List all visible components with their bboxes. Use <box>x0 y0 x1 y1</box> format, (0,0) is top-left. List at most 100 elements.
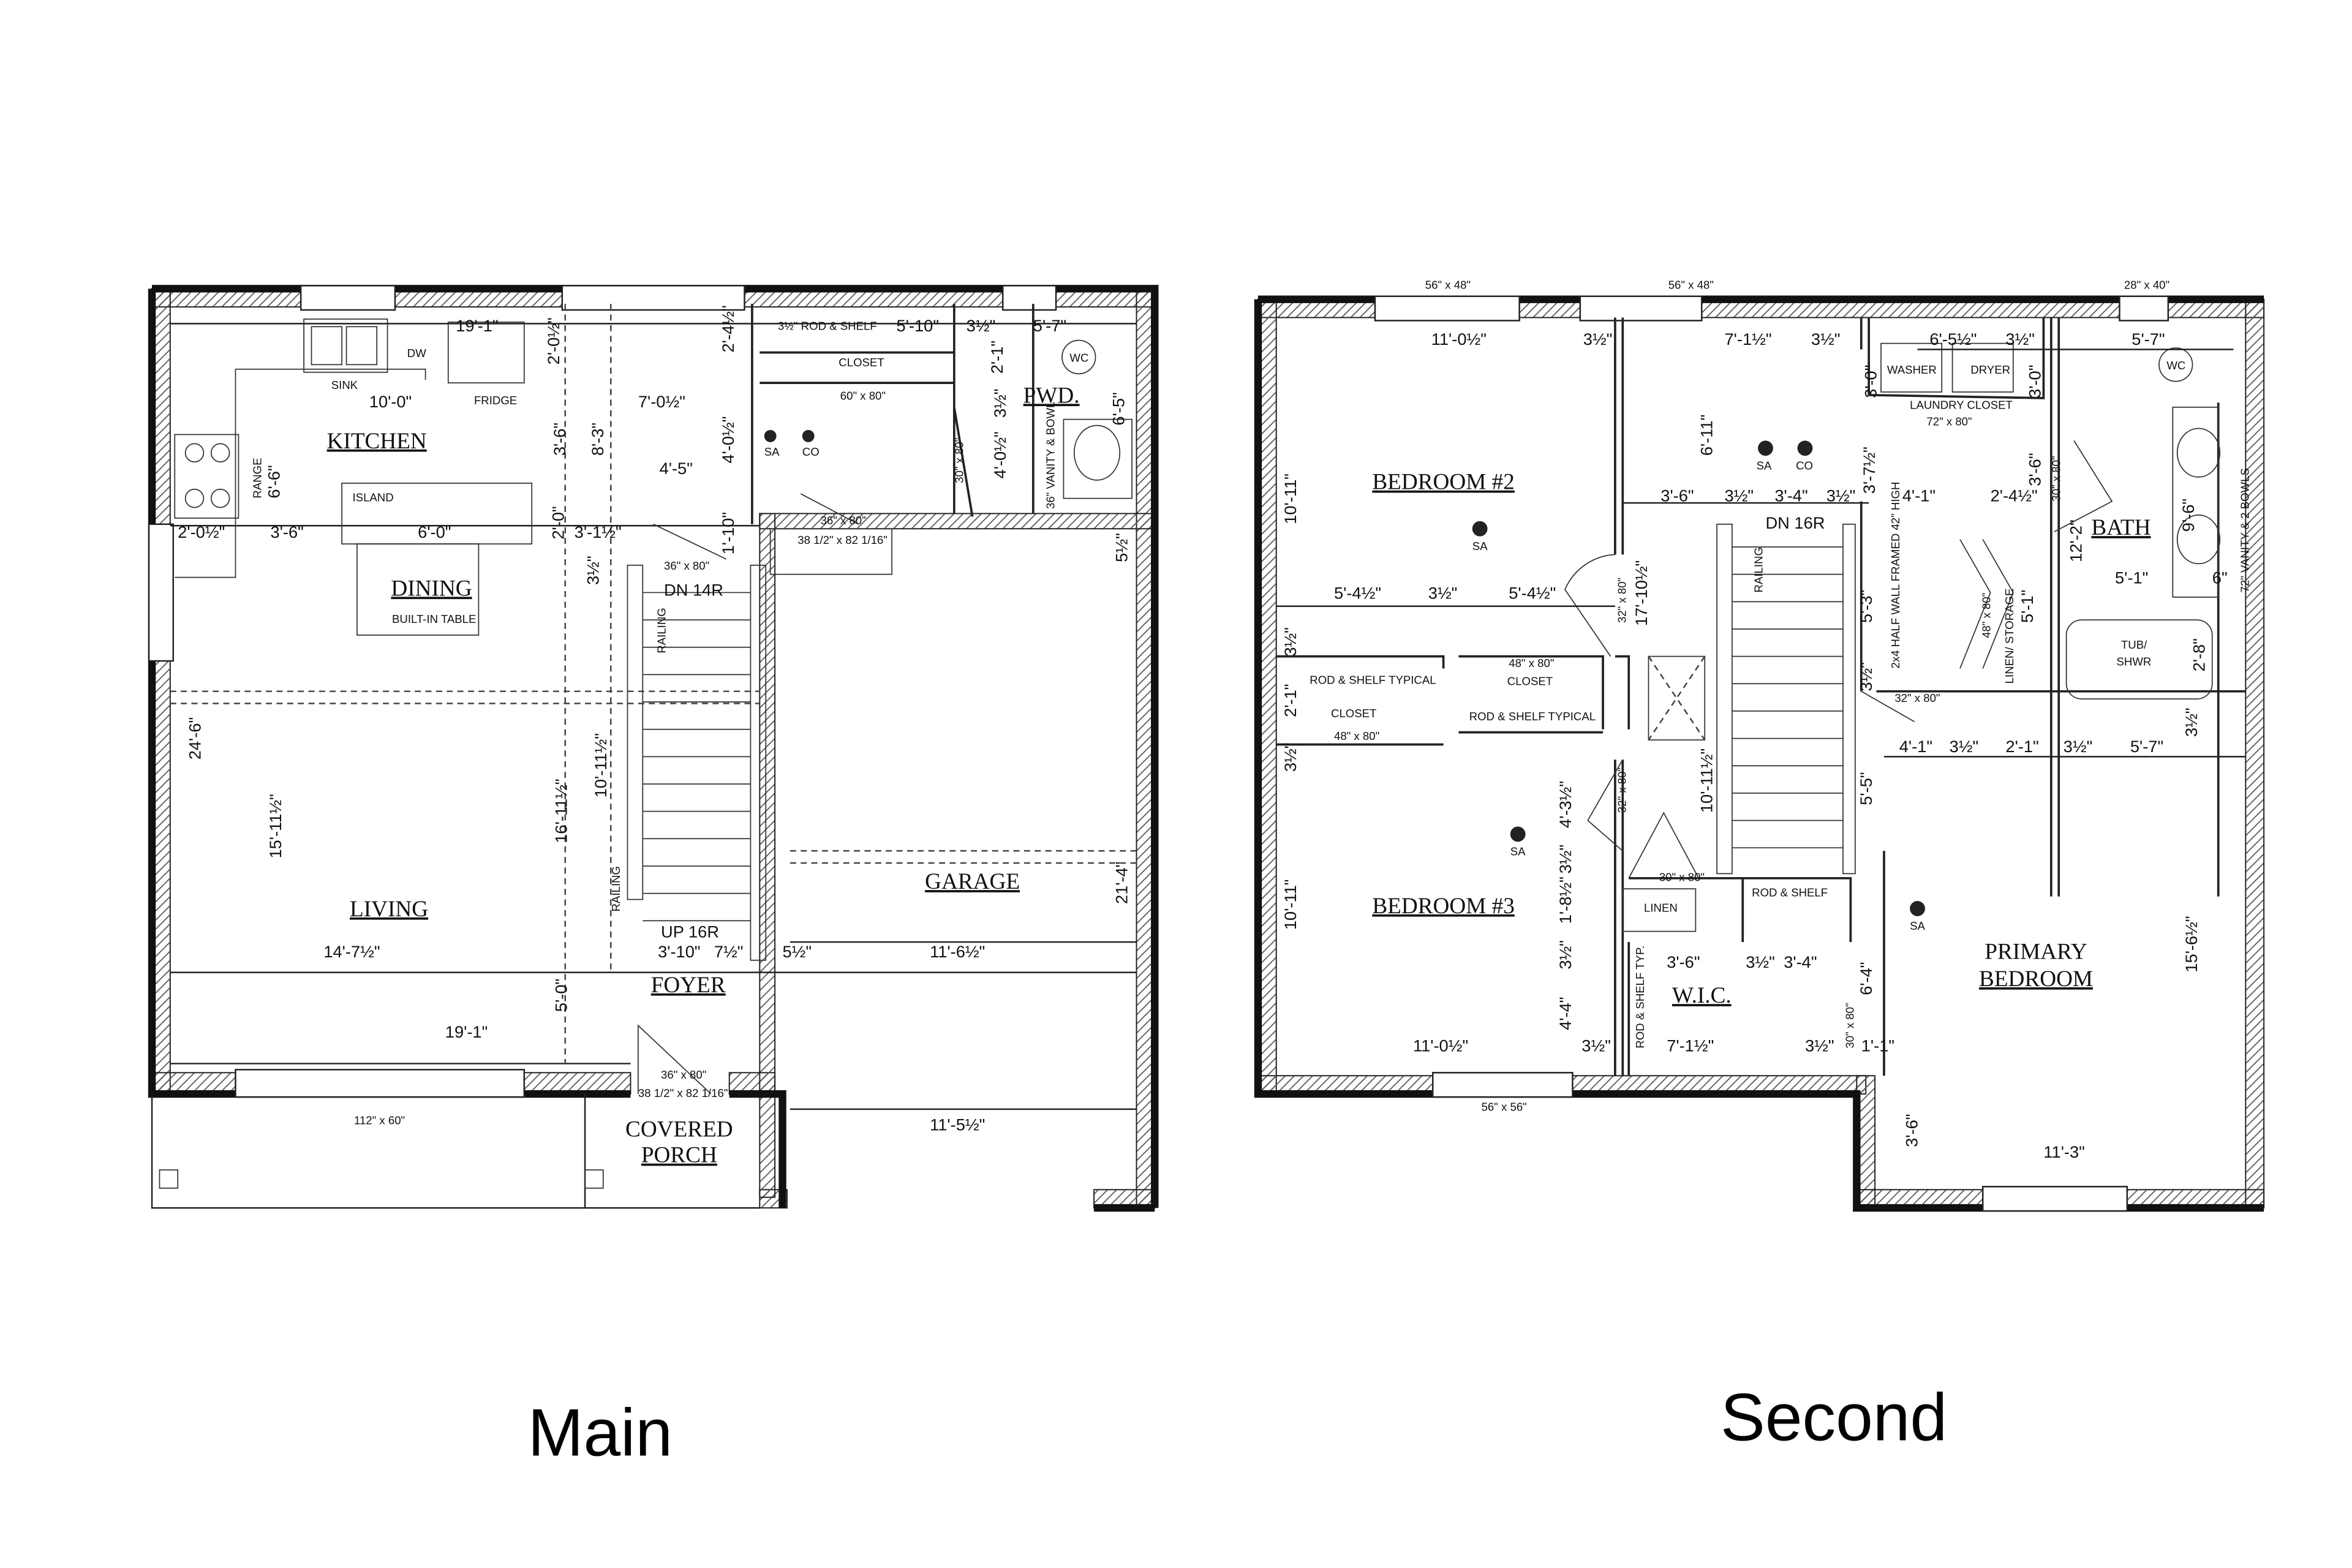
room-label-dining: DINING <box>391 576 472 601</box>
dimension: 5½" <box>1112 533 1131 562</box>
label-vanity: 72" VANITY & 2 BOWLS <box>2238 468 2251 592</box>
dimension: 19'-1" <box>456 316 498 335</box>
dimension: 5'-7" <box>1033 316 1066 335</box>
label-front-door-rough: 38 1/2" x 82 1/16" <box>638 1087 728 1099</box>
dimension: 5'-4½" <box>1334 583 1381 602</box>
dimension: 2'-1" <box>1281 684 1300 717</box>
dimension: 3½" <box>1856 662 1875 692</box>
dimension: 5½" <box>783 942 812 961</box>
dimension: 15'-6½" <box>2182 916 2201 972</box>
dimension: 3'-6" <box>271 522 304 541</box>
dimension: 10'-11½" <box>1697 748 1716 813</box>
dimension: 4'-1" <box>1899 737 1932 756</box>
dimension: 24'-6" <box>185 717 204 760</box>
dimension: 6'-6" <box>264 465 283 498</box>
label-co-hall: CO <box>1796 459 1813 472</box>
label-linen: LINEN <box>1644 901 1678 914</box>
dimension: 17'-10½" <box>1632 560 1651 626</box>
dimension: 3½" <box>967 316 996 335</box>
dimension: 2'-4½" <box>1991 486 2038 505</box>
dimension: 5'-7" <box>2130 737 2163 756</box>
label-door-garage-rough: 38 1/2" x 82 1/16" <box>797 533 888 546</box>
dimension: 3½" <box>1746 952 1775 971</box>
label-co: CO <box>802 445 820 458</box>
dimension: 3½" <box>1725 486 1754 505</box>
label-rod-shelf-3: ROD & SHELF <box>1752 886 1828 899</box>
dimension: 14'-7½" <box>323 942 380 961</box>
label-sa-primary: SA <box>1910 919 1925 932</box>
dimension: 6'-4" <box>1856 962 1875 995</box>
label-fridge: FRIDGE <box>474 394 517 407</box>
dimension: 4'-3½" <box>1556 781 1575 828</box>
dimension: 3'-7½" <box>1860 447 1879 494</box>
label-vanity: 36" VANITY & BOWL <box>1044 402 1057 509</box>
dimension: 5'-1" <box>2018 590 2037 623</box>
dimension: 4'-0½" <box>990 431 1009 478</box>
dimension: 3½" <box>1805 1036 1834 1055</box>
dimension: 4'-0½" <box>718 417 737 464</box>
label-sa-bed2: SA <box>1472 540 1488 552</box>
dimension: 7'-0½" <box>638 392 685 411</box>
label-rod-shelf-4: ROD & SHELF TYP. <box>1634 946 1646 1049</box>
dimension: 10'-11" <box>1281 473 1300 524</box>
dimension: 4'-4" <box>1556 997 1575 1030</box>
room-label-pwd: PWD. <box>1023 383 1080 408</box>
label-range: RANGE <box>251 458 264 499</box>
dimension: 5'-7" <box>2132 330 2165 349</box>
dimension: 16'-11½" <box>551 778 570 843</box>
dimension: 9'-6" <box>2179 499 2198 532</box>
dimension: 3'-1½" <box>575 522 622 541</box>
label-wc: WC <box>2166 359 2185 372</box>
dimension: 2'-1" <box>987 341 1006 374</box>
main-floor-plan: KITCHEN DINING LIVING FOYER GARAGE PWD. … <box>148 285 1159 1212</box>
label-sa-hall: SA <box>1757 459 1772 472</box>
room-label-bedroom-3: BEDROOM #3 <box>1372 894 1514 919</box>
second-floor-plan: BEDROOM #2 BEDROOM #3 BATH W.I.C. PRIMAR… <box>1254 278 2265 1212</box>
dimension: 3½" <box>1556 940 1575 970</box>
label-pwd-door: 30" x 80" <box>953 438 966 483</box>
dimension: 3'-0" <box>1861 365 1880 398</box>
dimension: 3½" <box>1583 330 1613 349</box>
label-half-wall: 2x4 HALF WALL FRAMED 42" HIGH <box>1889 482 1902 669</box>
dimension: 3'-6" <box>2025 453 2044 486</box>
dimension: 8'-3" <box>588 423 607 456</box>
dimension: 10'-11½" <box>591 733 610 797</box>
dimension: 3'-6" <box>1902 1114 1921 1147</box>
label-laundry-closet: LAUNDRY CLOSET <box>1910 398 2013 411</box>
label-porch-window: 112" x 60" <box>354 1114 405 1127</box>
second-stairs <box>1716 523 1856 875</box>
label-wc: WC <box>1069 351 1088 364</box>
label-stair-door: 36" x 80" <box>664 559 709 572</box>
label-bed3-door: 32" x 80" <box>1615 767 1628 813</box>
label-window-3: 28" x 40" <box>2124 278 2169 291</box>
dimension: 7½" <box>714 942 744 961</box>
dimension: 12'-2" <box>2066 519 2085 562</box>
label-primary-door: 32" x 80" <box>1894 692 1940 704</box>
caption-second: Second <box>1721 1381 1947 1455</box>
main-dimensions: 19'-1" 10'-0" 2'-0½" 7'-0½" 3'-6" 8'-3" … <box>178 305 1131 1134</box>
room-label-foyer: FOYER <box>651 973 726 998</box>
dimension: 2'-8" <box>2189 638 2208 671</box>
dimension: 3½" <box>1428 583 1458 602</box>
dimension: 3½" <box>1950 737 1979 756</box>
dimension: 3'-0" <box>2025 365 2044 398</box>
label-door-garage: 36" x 80" <box>821 514 866 527</box>
dimension: 2'-1" <box>2005 737 2038 756</box>
room-label-bedroom-2: BEDROOM #2 <box>1372 470 1514 495</box>
dimension: 11'-0½" <box>1413 1036 1468 1055</box>
dimension: 5'-10" <box>897 316 939 335</box>
dimension: 3'-4" <box>1784 952 1817 971</box>
label-sa-bed3: SA <box>1510 845 1526 858</box>
dimension: 11'-5½" <box>930 1115 985 1134</box>
dimension: 5'-5" <box>1856 772 1875 805</box>
label-up-16r: UP 16R <box>661 922 719 941</box>
dimension: 1'-10" <box>718 512 737 554</box>
label-closet-1: CLOSET <box>1331 707 1376 720</box>
main-stairs <box>627 564 767 961</box>
dimension: 7'-1½" <box>1667 1036 1714 1055</box>
label-window-2: 56" x 48" <box>1668 278 1714 291</box>
label-sa: SA <box>764 445 780 458</box>
dimension: 15'-11½" <box>266 794 285 858</box>
room-label-wic: W.I.C. <box>1672 983 1732 1008</box>
